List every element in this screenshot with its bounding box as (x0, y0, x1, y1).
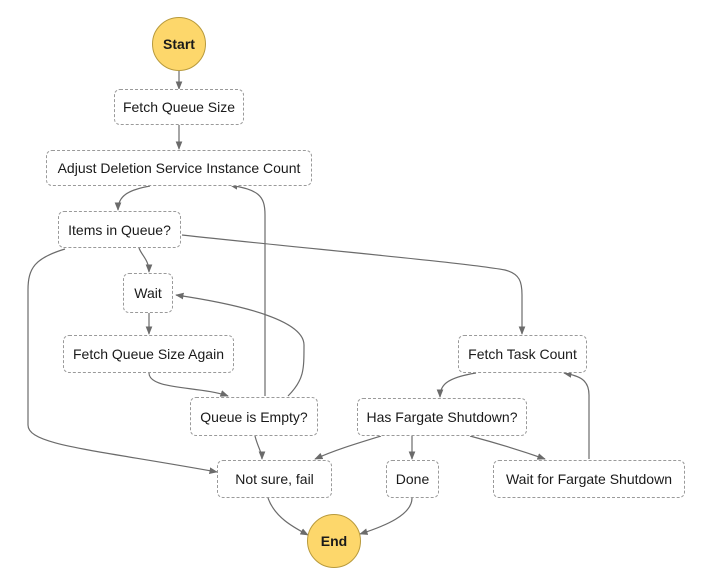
state-wait-for-fargate-shutdown[interactable]: Wait for Fargate Shutdown (493, 460, 685, 498)
edge-queue-is-empty-to-wait (175, 292, 305, 397)
state-items-in-queue[interactable]: Items in Queue? (58, 211, 181, 248)
state-fetch-queue-size[interactable]: Fetch Queue Size (114, 89, 244, 125)
edge-items-in-queue-to-not-sure-fail (27, 248, 218, 474)
edge-not-sure-fail-to-end (267, 497, 309, 536)
edge-fetch-again-to-queue-is-empty (148, 372, 229, 397)
edge-queue-is-empty-to-adjust-count (229, 183, 266, 396)
edge-items-in-queue-to-fetch-task-count (181, 234, 526, 335)
state-has-fargate-shutdown[interactable]: Has Fargate Shutdown? (357, 398, 527, 436)
state-wait[interactable]: Wait (123, 273, 173, 313)
edge-has-fargate-shutdown-to-not-sure-fail (314, 435, 382, 460)
state-fetch-queue-size-again[interactable]: Fetch Queue Size Again (63, 335, 234, 373)
edge-queue-is-empty-to-not-sure-fail (254, 435, 266, 460)
state-not-sure-fail[interactable]: Not sure, fail (217, 460, 332, 498)
state-fetch-task-count[interactable]: Fetch Task Count (458, 335, 587, 373)
edge-items-in-queue-to-wait (138, 247, 153, 273)
end-node[interactable]: End (307, 514, 361, 568)
edge-fetch-task-count-to-has-fargate-shutdown (436, 372, 477, 398)
state-done[interactable]: Done (386, 460, 439, 498)
state-queue-is-empty[interactable]: Queue is Empty? (190, 397, 318, 436)
edge-adjust-count-to-items-in-queue (114, 185, 151, 211)
start-node[interactable]: Start (152, 17, 206, 71)
edge-wait-for-fargate-to-fetch-task-count (563, 371, 590, 459)
edge-done-to-end (359, 497, 413, 535)
edge-has-fargate-shutdown-to-wait-for-fargate (469, 435, 546, 460)
state-adjust-deletion-service-instance-count[interactable]: Adjust Deletion Service Instance Count (46, 150, 312, 186)
